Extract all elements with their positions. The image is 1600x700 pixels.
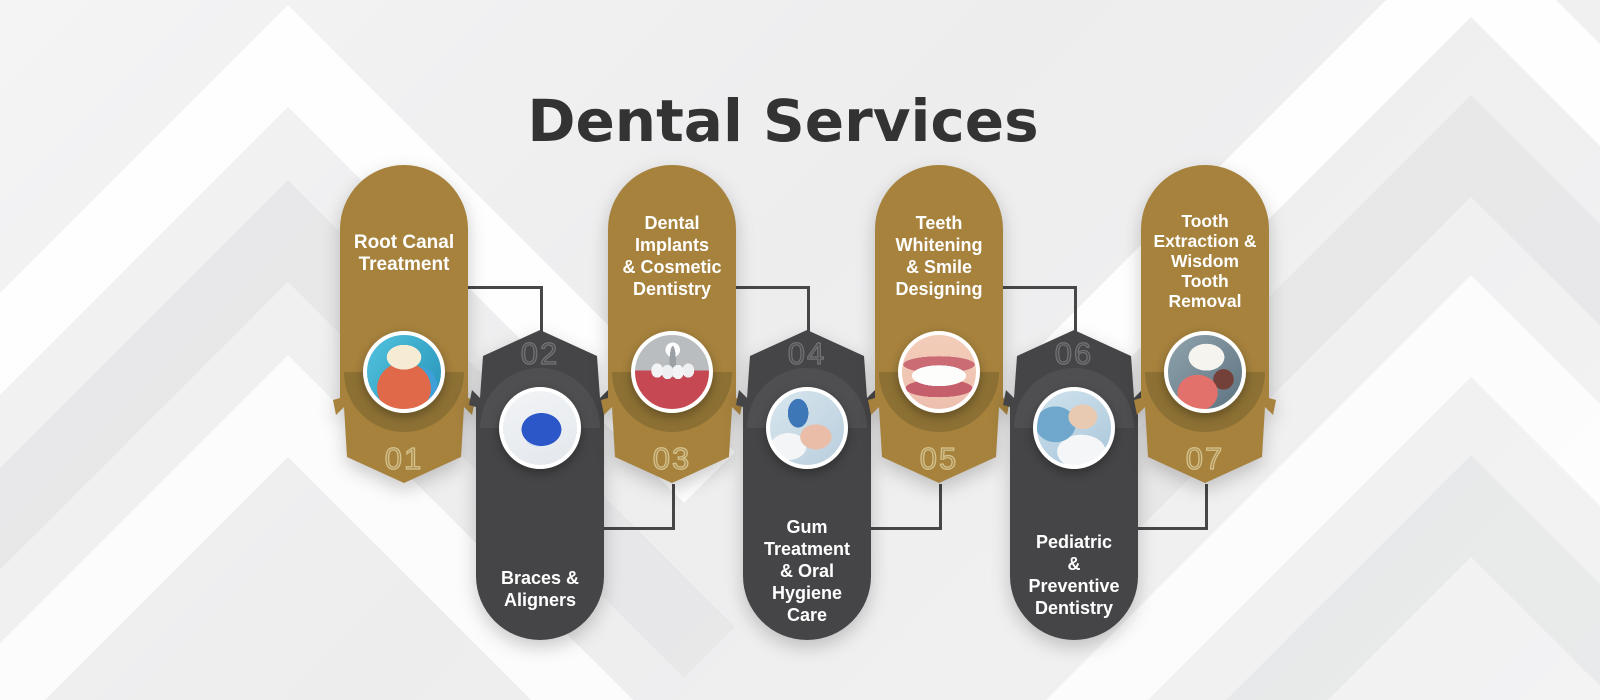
- pediatric-clinic-photo: [1033, 387, 1115, 469]
- service-number: 03: [652, 440, 692, 476]
- service-card-dental-implants: Dental Implants & Cosmetic Dentistry 03: [601, 165, 743, 485]
- service-number: 06: [1054, 335, 1094, 371]
- service-title: Gum Treatment & Oral Hygiene Care: [763, 517, 851, 625]
- service-card-tooth-extraction: Tooth Extraction & Wisdom Tooth Removal …: [1134, 165, 1276, 485]
- card-shape-path: [333, 165, 475, 483]
- service-number: 07: [1185, 440, 1225, 476]
- card-shape: [333, 165, 475, 483]
- connector-05-06: [1003, 286, 1077, 335]
- service-card-pediatric: 06 Pediatric & Preventive Dentistry: [1003, 330, 1145, 640]
- service-title: Pediatric & Preventive Dentistry: [1028, 532, 1120, 618]
- dental-implant-photo: [631, 331, 713, 413]
- service-card-braces-aligners: 02 Braces & Aligners: [469, 330, 611, 640]
- service-number: 05: [919, 440, 959, 476]
- service-card-root-canal: Root Canal Treatment 01: [333, 165, 475, 485]
- connector-01-02: [468, 286, 543, 335]
- connector-04-05: [871, 484, 942, 530]
- aligner-photo: [499, 387, 581, 469]
- page-title: Dental Services: [527, 86, 1039, 155]
- smile-photo: [898, 331, 980, 413]
- service-number: 01: [384, 440, 424, 476]
- connector-03-04: [736, 286, 810, 335]
- service-title: Braces & Aligners: [500, 568, 580, 610]
- service-number: 04: [787, 335, 827, 371]
- connector-06-07: [1138, 484, 1208, 530]
- service-title: Dental Implants & Cosmetic Dentistry: [622, 213, 722, 299]
- service-title: Tooth Extraction & Wisdom Tooth Removal: [1153, 211, 1257, 311]
- root-canal-model-photo: [363, 331, 445, 413]
- tooth-extraction-photo: [1164, 331, 1246, 413]
- service-card-teeth-whitening: Teeth Whitening & Smile Designing 05: [868, 165, 1010, 485]
- connector-02-03: [604, 484, 675, 530]
- service-number: 02: [520, 335, 560, 371]
- service-card-gum-treatment: 04 Gum Treatment & Oral Hygiene Care: [736, 330, 878, 640]
- service-title: Teeth Whitening & Smile Designing: [895, 213, 983, 299]
- service-title: Root Canal Treatment: [353, 232, 455, 275]
- gum-treatment-photo: [766, 387, 848, 469]
